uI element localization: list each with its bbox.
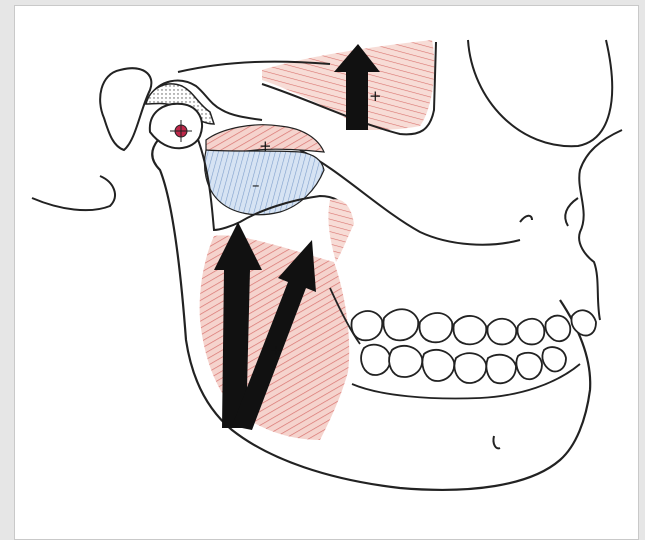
temporalis-sign-label: + bbox=[369, 87, 382, 105]
masseter-sign-label: + bbox=[270, 341, 283, 359]
masseter-deep bbox=[328, 199, 354, 262]
lower-pterygoid-sign-label: – bbox=[252, 176, 260, 194]
nasal-notch bbox=[565, 198, 578, 226]
upper-pterygoid-sign-label: + bbox=[259, 137, 272, 155]
mastoid-process bbox=[100, 68, 151, 150]
face-outline bbox=[579, 130, 622, 320]
lower-teeth bbox=[361, 345, 566, 383]
lower-lateral-pterygoid bbox=[205, 150, 325, 215]
gumline bbox=[330, 288, 580, 398]
mental-foramen bbox=[493, 436, 500, 448]
upper-teeth bbox=[351, 309, 596, 344]
orbit-outline bbox=[468, 40, 612, 146]
maxilla-small-mark bbox=[520, 216, 532, 222]
ear-outline bbox=[32, 176, 115, 210]
